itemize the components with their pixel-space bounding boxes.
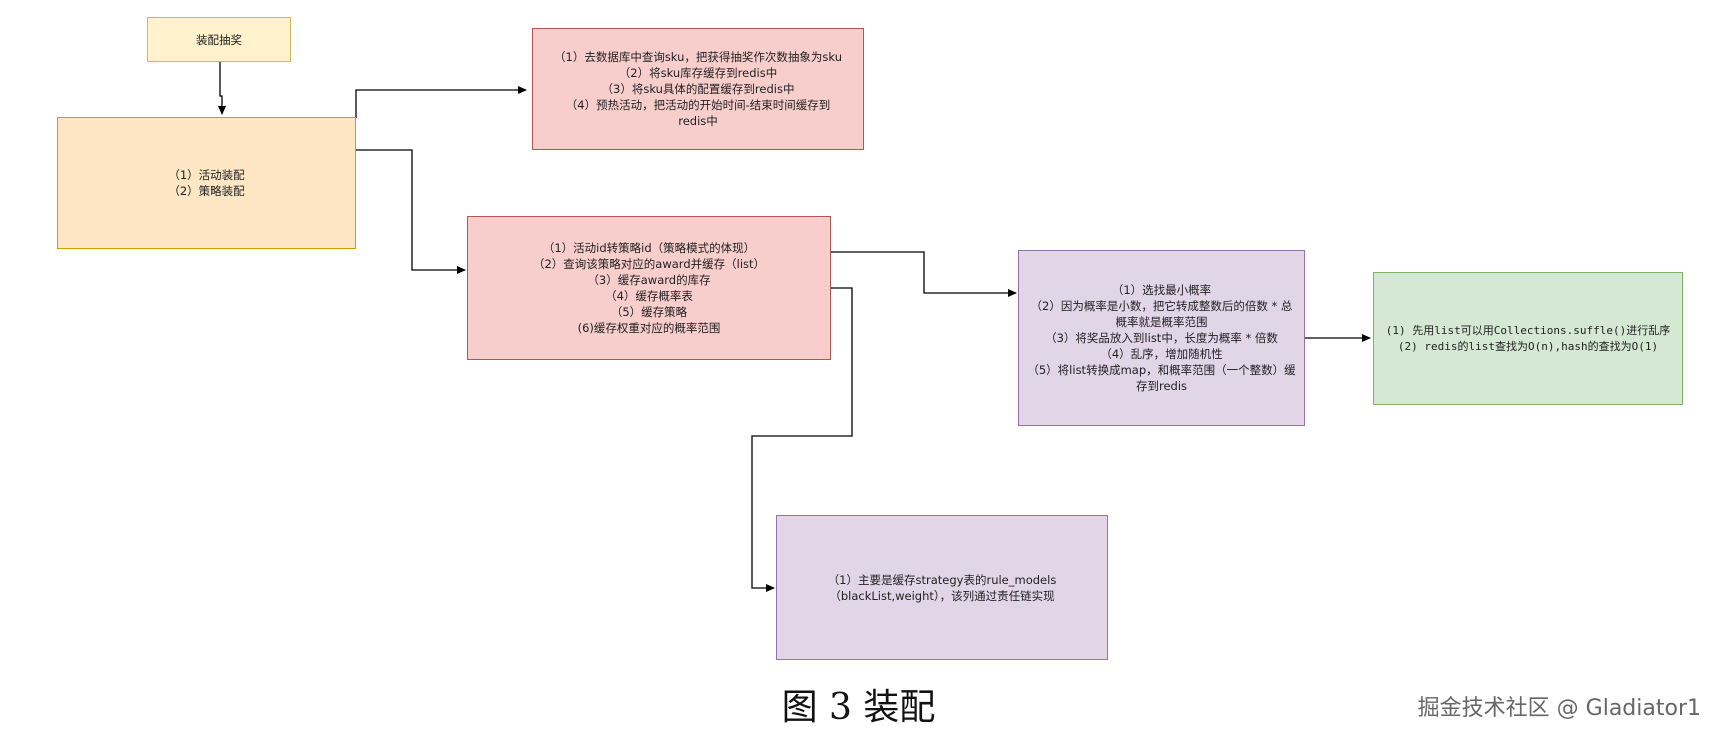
- node-probability-line-3: （3）将奖品放入到list中，长度为概率 * 倍数: [1045, 331, 1278, 345]
- node-assembly[interactable]: （1）活动装配 （2）策略装配: [57, 117, 356, 249]
- node-probability-line-1: （1）选找最小概率: [1111, 283, 1212, 297]
- node-assembly-line-1: （1）活动装配: [168, 168, 245, 182]
- node-strategy-line-2: （2）查询该策略对应的award并缓存（list）: [532, 257, 766, 271]
- figure-caption: 图 3 装配: [781, 687, 936, 728]
- node-strategy-line-3: （3）缓存award的库存: [587, 273, 711, 287]
- node-activity-assembly[interactable]: （1）去数据库中查询sku，把获得抽奖作次数抽象为sku （2）将sku库存缓存…: [532, 28, 864, 150]
- node-probability-line-2: （2）因为概率是小数，把它转成整数后的倍数 * 总概率就是概率范围: [1030, 299, 1293, 329]
- edge-strategy-to-rules: [751, 287, 853, 592]
- node-strategy-line-1: （1）活动id转策略id（策略模式的体现）: [542, 241, 756, 255]
- node-strategy-line-5: （5）缓存策略: [610, 305, 688, 319]
- node-probability-line-5: （5）将list转换成map，和概率范围（一个整数）缓存到redis: [1027, 363, 1296, 393]
- edge-assembly-to-strategy: [356, 149, 466, 274]
- node-activity-line-3: （3）将sku具体的配置缓存到redis中: [601, 82, 795, 96]
- node-strategy-line-6: (6)缓存权重对应的概率范围: [577, 321, 721, 335]
- edge-assembly-to-activity: [355, 86, 527, 118]
- node-notes-line-1: (1) 先用list可以用Collections.suffle()进行乱序: [1385, 323, 1671, 337]
- node-rules-line-1: （1）主要是缓存strategy表的rule_models（blackList,…: [827, 572, 1057, 603]
- node-assembly-line-2: （2）策略装配: [168, 184, 245, 198]
- watermark-text: 掘金技术社区 @ Gladiator1: [1417, 696, 1701, 721]
- node-start-assembly-lottery[interactable]: 装配抽奖: [147, 17, 291, 62]
- edge-strategy-to-probability: [830, 251, 1017, 297]
- node-probability-line-4: （4）乱序，增加随机性: [1100, 347, 1223, 361]
- node-start-label: 装配抽奖: [196, 32, 242, 47]
- edge-start-to-assembly: [218, 62, 226, 115]
- node-rule-models[interactable]: （1）主要是缓存strategy表的rule_models（blackList,…: [776, 515, 1108, 660]
- node-activity-line-2: （2）将sku库存缓存到redis中: [618, 66, 778, 80]
- node-activity-line-4: （4）预热活动，把活动的开始时间-结束时间缓存到redis中: [565, 98, 831, 128]
- node-strategy-assembly[interactable]: （1）活动id转策略id（策略模式的体现） （2）查询该策略对应的award并缓…: [467, 216, 831, 360]
- node-strategy-line-4: （4）缓存概率表: [605, 289, 693, 303]
- node-notes-line-2: (2) redis的list查找为O(n),hash的查找为O(1): [1397, 339, 1659, 353]
- node-activity-line-1: （1）去数据库中查询sku，把获得抽奖作次数抽象为sku: [554, 50, 842, 64]
- node-probability-table[interactable]: （1）选找最小概率 （2）因为概率是小数，把它转成整数后的倍数 * 总概率就是概…: [1018, 250, 1305, 426]
- node-shuffle-notes[interactable]: (1) 先用list可以用Collections.suffle()进行乱序 (2…: [1373, 272, 1683, 405]
